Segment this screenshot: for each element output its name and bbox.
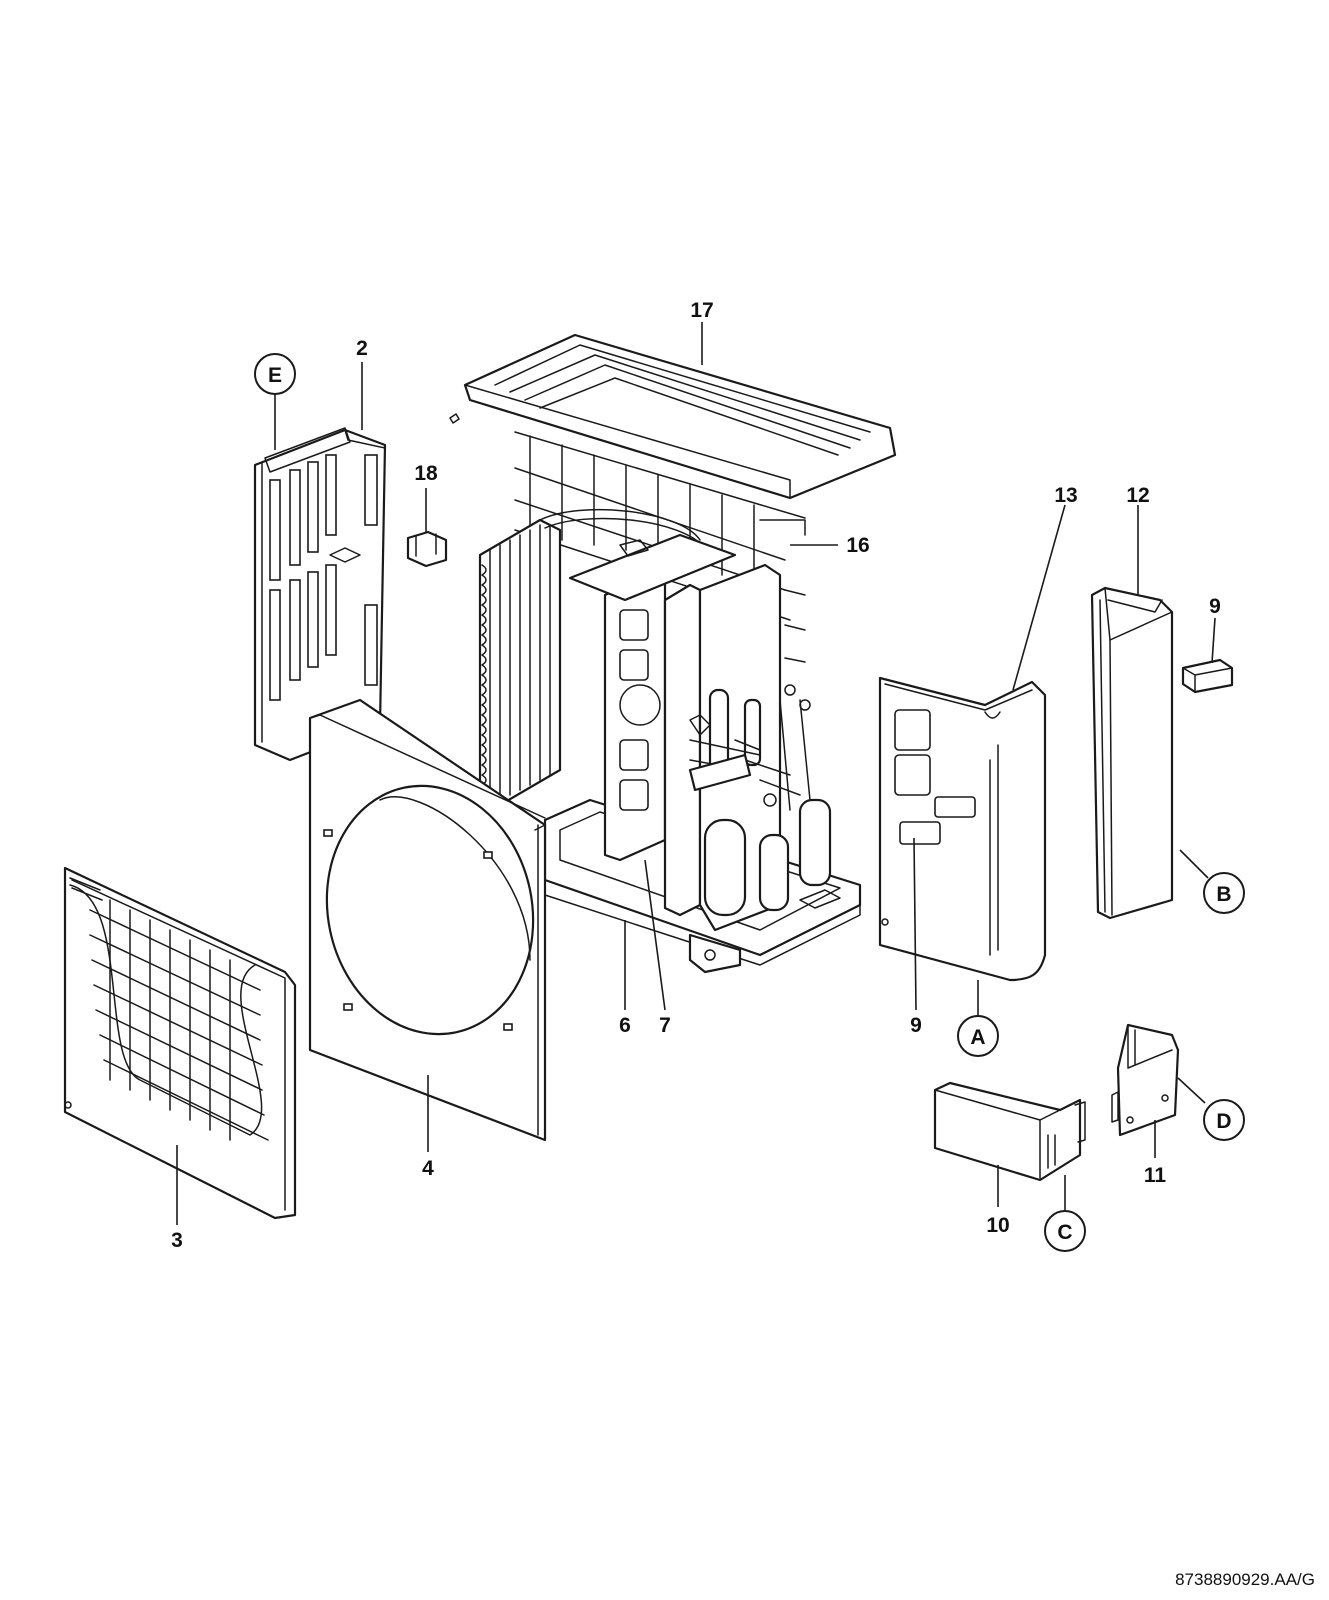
side-panel-back	[253, 427, 387, 762]
ref-b: B	[1203, 872, 1245, 914]
callout-2: 2	[356, 337, 368, 360]
clip	[406, 530, 448, 568]
callout-18: 18	[414, 462, 438, 485]
callout-11: 11	[1144, 1164, 1167, 1187]
leader-7	[644, 859, 666, 1011]
svg-text:E: E	[268, 364, 282, 387]
partition-plate	[568, 533, 737, 862]
view-references: E B A D C	[254, 353, 1245, 1252]
callout-16: 16	[846, 534, 869, 557]
svg-text:B: B	[1216, 883, 1231, 906]
ref-a: A	[957, 1015, 999, 1057]
callout-13: 13	[1054, 484, 1077, 507]
drawing-code: 8738890929.AA/G	[1175, 1570, 1315, 1589]
callout-17: 17	[690, 299, 713, 322]
leader-13	[1012, 504, 1066, 691]
callout-12: 12	[1126, 484, 1149, 507]
leader-d	[1177, 1077, 1206, 1104]
callout-10: 10	[986, 1214, 1009, 1237]
callout-3: 3	[171, 1229, 183, 1252]
rear-guard-grid	[514, 431, 806, 663]
callout-7: 7	[659, 1014, 671, 1037]
refrigerant-circuit	[663, 563, 832, 932]
front-side-cover	[878, 676, 1047, 982]
ref-d: D	[1203, 1099, 1245, 1141]
plug-cap	[1181, 658, 1234, 694]
side-column-cover	[1090, 586, 1174, 920]
callout-6: 6	[619, 1014, 631, 1037]
leader-b	[1179, 849, 1209, 879]
front-panel	[308, 698, 547, 1142]
svg-text:C: C	[1057, 1221, 1072, 1244]
svg-text:D: D	[1216, 1110, 1231, 1133]
ref-c: C	[1044, 1210, 1086, 1252]
svg-text:A: A	[970, 1026, 985, 1049]
leader-9-right	[1211, 617, 1216, 664]
callout-9-left: 9	[910, 1014, 922, 1037]
lower-front-cover	[933, 1081, 1086, 1182]
top-cover	[449, 333, 897, 500]
part-callouts: 2 17 18 16 13 12 9 9 6 7 4 3 10 11	[171, 299, 1221, 1252]
leader-lines	[176, 322, 1216, 1225]
ref-e: E	[254, 353, 296, 395]
callout-9-right: 9	[1209, 595, 1221, 618]
callout-4: 4	[422, 1157, 434, 1180]
lower-side-cover	[1111, 1023, 1180, 1137]
leader-9-left	[913, 837, 917, 1011]
fan-guard-grille	[63, 866, 297, 1220]
